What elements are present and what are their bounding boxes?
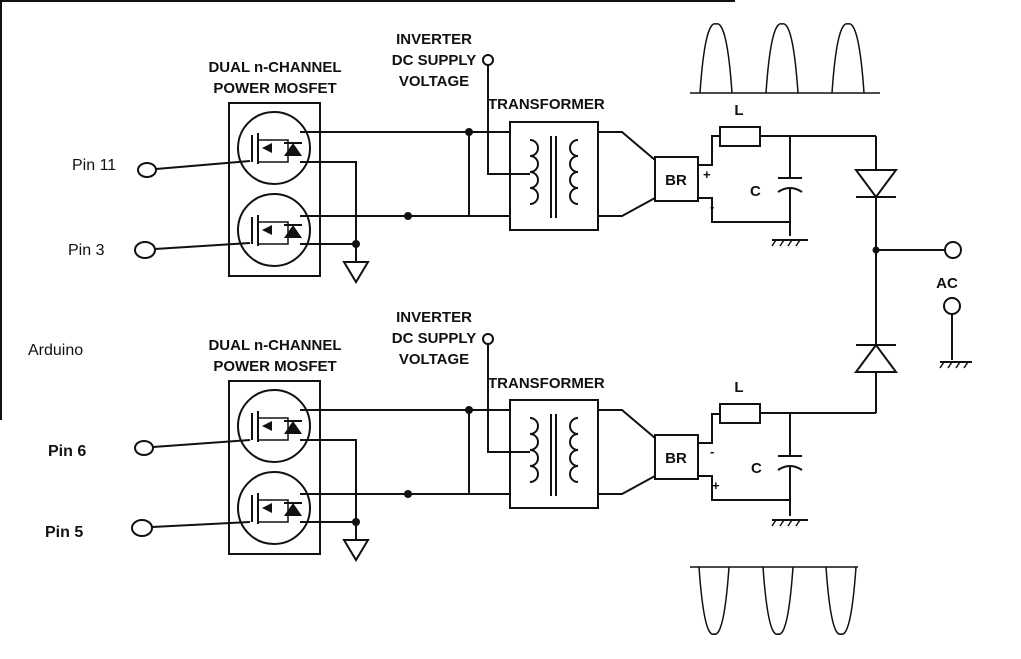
ac-label: AC — [936, 275, 958, 292]
inductor-label-top: L — [734, 102, 743, 119]
mosfet-top-lower — [237, 193, 311, 267]
pin-3-label: Pin 3 — [68, 242, 105, 259]
pin-11-label: Pin 11 — [72, 157, 116, 174]
pin-11-terminal — [137, 162, 157, 178]
minus-sign-bottom: - — [710, 444, 714, 459]
mosfet-bottom-lower — [237, 471, 311, 545]
diode-bottom — [854, 343, 898, 373]
supply-terminal-top — [482, 54, 494, 66]
mosfet-package-bottom — [228, 380, 321, 555]
arduino-boundary — [0, 0, 735, 420]
mosfet-bottom-upper — [237, 389, 311, 463]
bridge-rectifier-bottom — [654, 434, 699, 480]
supply-label-top-1: INVERTER — [396, 31, 472, 48]
pin-3-terminal — [134, 241, 156, 259]
plus-sign-top: + — [703, 167, 711, 182]
ground-icon — [342, 261, 370, 284]
mosfet-label-top-1: DUAL n-CHANNEL — [208, 59, 341, 76]
mosfet-label-bottom-1: DUAL n-CHANNEL — [208, 337, 341, 354]
output-section: AC — [854, 136, 972, 413]
bridge-label-top: BR — [665, 172, 687, 189]
inductor-label-bottom: L — [734, 379, 743, 396]
supply-label-top-3: VOLTAGE — [399, 73, 469, 90]
bottom-stage: DUAL n-CHANNEL POWER MOSFET Pin 6 Pin 5 — [45, 309, 876, 562]
top-stage: DUAL n-CHANNEL POWER MOSFET Pin 11 Pin 3 — [68, 31, 876, 284]
pin-6-label: Pin 6 — [48, 443, 86, 460]
capacitor-label-bottom: C — [751, 460, 762, 477]
diode-top — [854, 169, 898, 199]
plus-sign-bottom: + — [712, 478, 720, 493]
waveform-top — [690, 23, 880, 94]
inductor-bottom — [719, 403, 761, 424]
waveform-bottom — [690, 566, 858, 635]
capacitor-label-top: C — [750, 183, 761, 200]
ground-icon — [342, 539, 370, 562]
bridge-rectifier-top — [654, 156, 699, 202]
mosfet-label-bottom-2: POWER MOSFET — [213, 358, 336, 375]
supply-label-top-2: DC SUPPLY — [392, 52, 476, 69]
arduino-label: Arduino — [28, 342, 83, 359]
supply-label-bottom-3: VOLTAGE — [399, 351, 469, 368]
pin-5-terminal — [131, 519, 153, 537]
pin-6-terminal — [134, 440, 154, 456]
mosfet-top-upper — [237, 111, 311, 185]
transformer-label-top: TRANSFORMER — [488, 96, 605, 113]
transformer-label-bottom: TRANSFORMER — [488, 375, 605, 392]
supply-terminal-bottom — [482, 333, 494, 345]
mosfet-label-top-2: POWER MOSFET — [213, 80, 336, 97]
mosfet-package-top — [228, 102, 321, 277]
inductor-top — [719, 126, 761, 147]
transformer-bottom — [509, 399, 599, 509]
supply-label-bottom-2: DC SUPPLY — [392, 330, 476, 347]
ac-terminal-2 — [943, 297, 961, 315]
pin-5-label: Pin 5 — [45, 524, 83, 541]
bridge-label-bottom: BR — [665, 450, 687, 467]
transformer-top — [509, 121, 599, 231]
ac-terminal-1 — [944, 241, 962, 259]
supply-label-bottom-1: INVERTER — [396, 309, 472, 326]
